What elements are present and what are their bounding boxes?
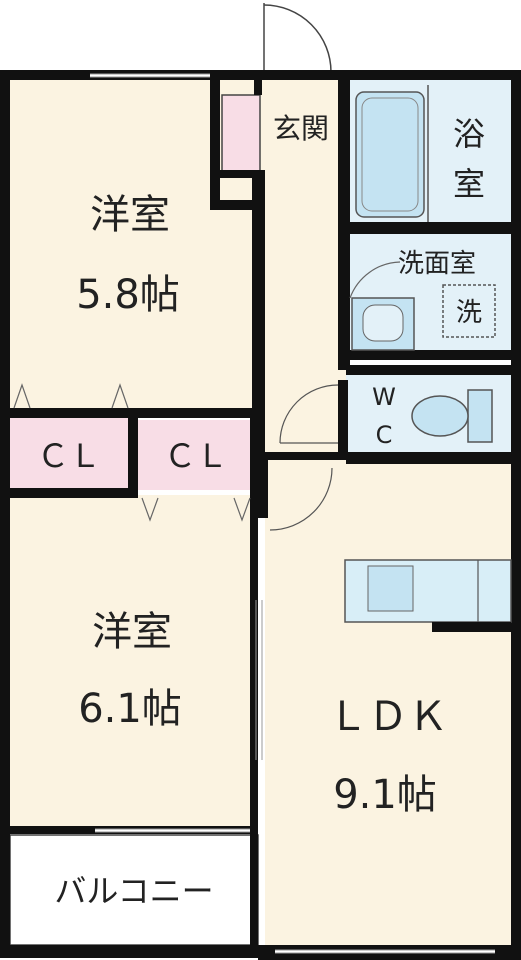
bath-label-line1: 浴 [453,115,485,153]
shoe-cabinet [221,94,261,176]
bedroom2-floor [10,495,258,830]
ldk-door-arc [269,467,333,531]
closet1-label: ＣＬ [37,437,101,475]
toilet-label-line1: W [372,383,396,411]
toilet-bowl [411,395,469,437]
toilet-tank [467,389,493,443]
bedroom2-size: 6.1帖 [78,686,182,732]
bathtub-inner [361,97,419,212]
toilet-label-line2: C [376,421,393,449]
entrance-label: 玄関 [273,112,329,145]
washer-pan [442,284,496,338]
window-frames [90,73,495,954]
bath-label-line2: 室 [453,165,485,203]
closet1-floor [10,412,128,489]
bedroom2-name: 洋室 [92,609,172,655]
windows [90,73,495,953]
ldk-floor [265,458,515,948]
washroom-label: 洗面室 [398,249,476,279]
bedroom1-name: 洋室 [90,192,170,238]
sliding-door [255,600,263,760]
washbasin-bowl [362,304,404,342]
kitchen-sink [367,565,414,612]
washroom-door-arc [349,261,401,299]
closet2-floor [134,420,258,490]
counter-wall [432,622,511,632]
bedroom1-size: 5.8帖 [76,272,180,318]
closet-door-marks [13,383,251,522]
ldk-size: 9.1帖 [333,772,437,818]
ldk-name: ＬＤＫ [328,694,448,740]
closet2-label: ＣＬ [164,437,228,475]
entrance-door [263,3,332,73]
toilet-door-arc [279,384,339,444]
washer-label: 洗 [456,298,482,328]
balcony-label: バルコニー [54,872,213,910]
